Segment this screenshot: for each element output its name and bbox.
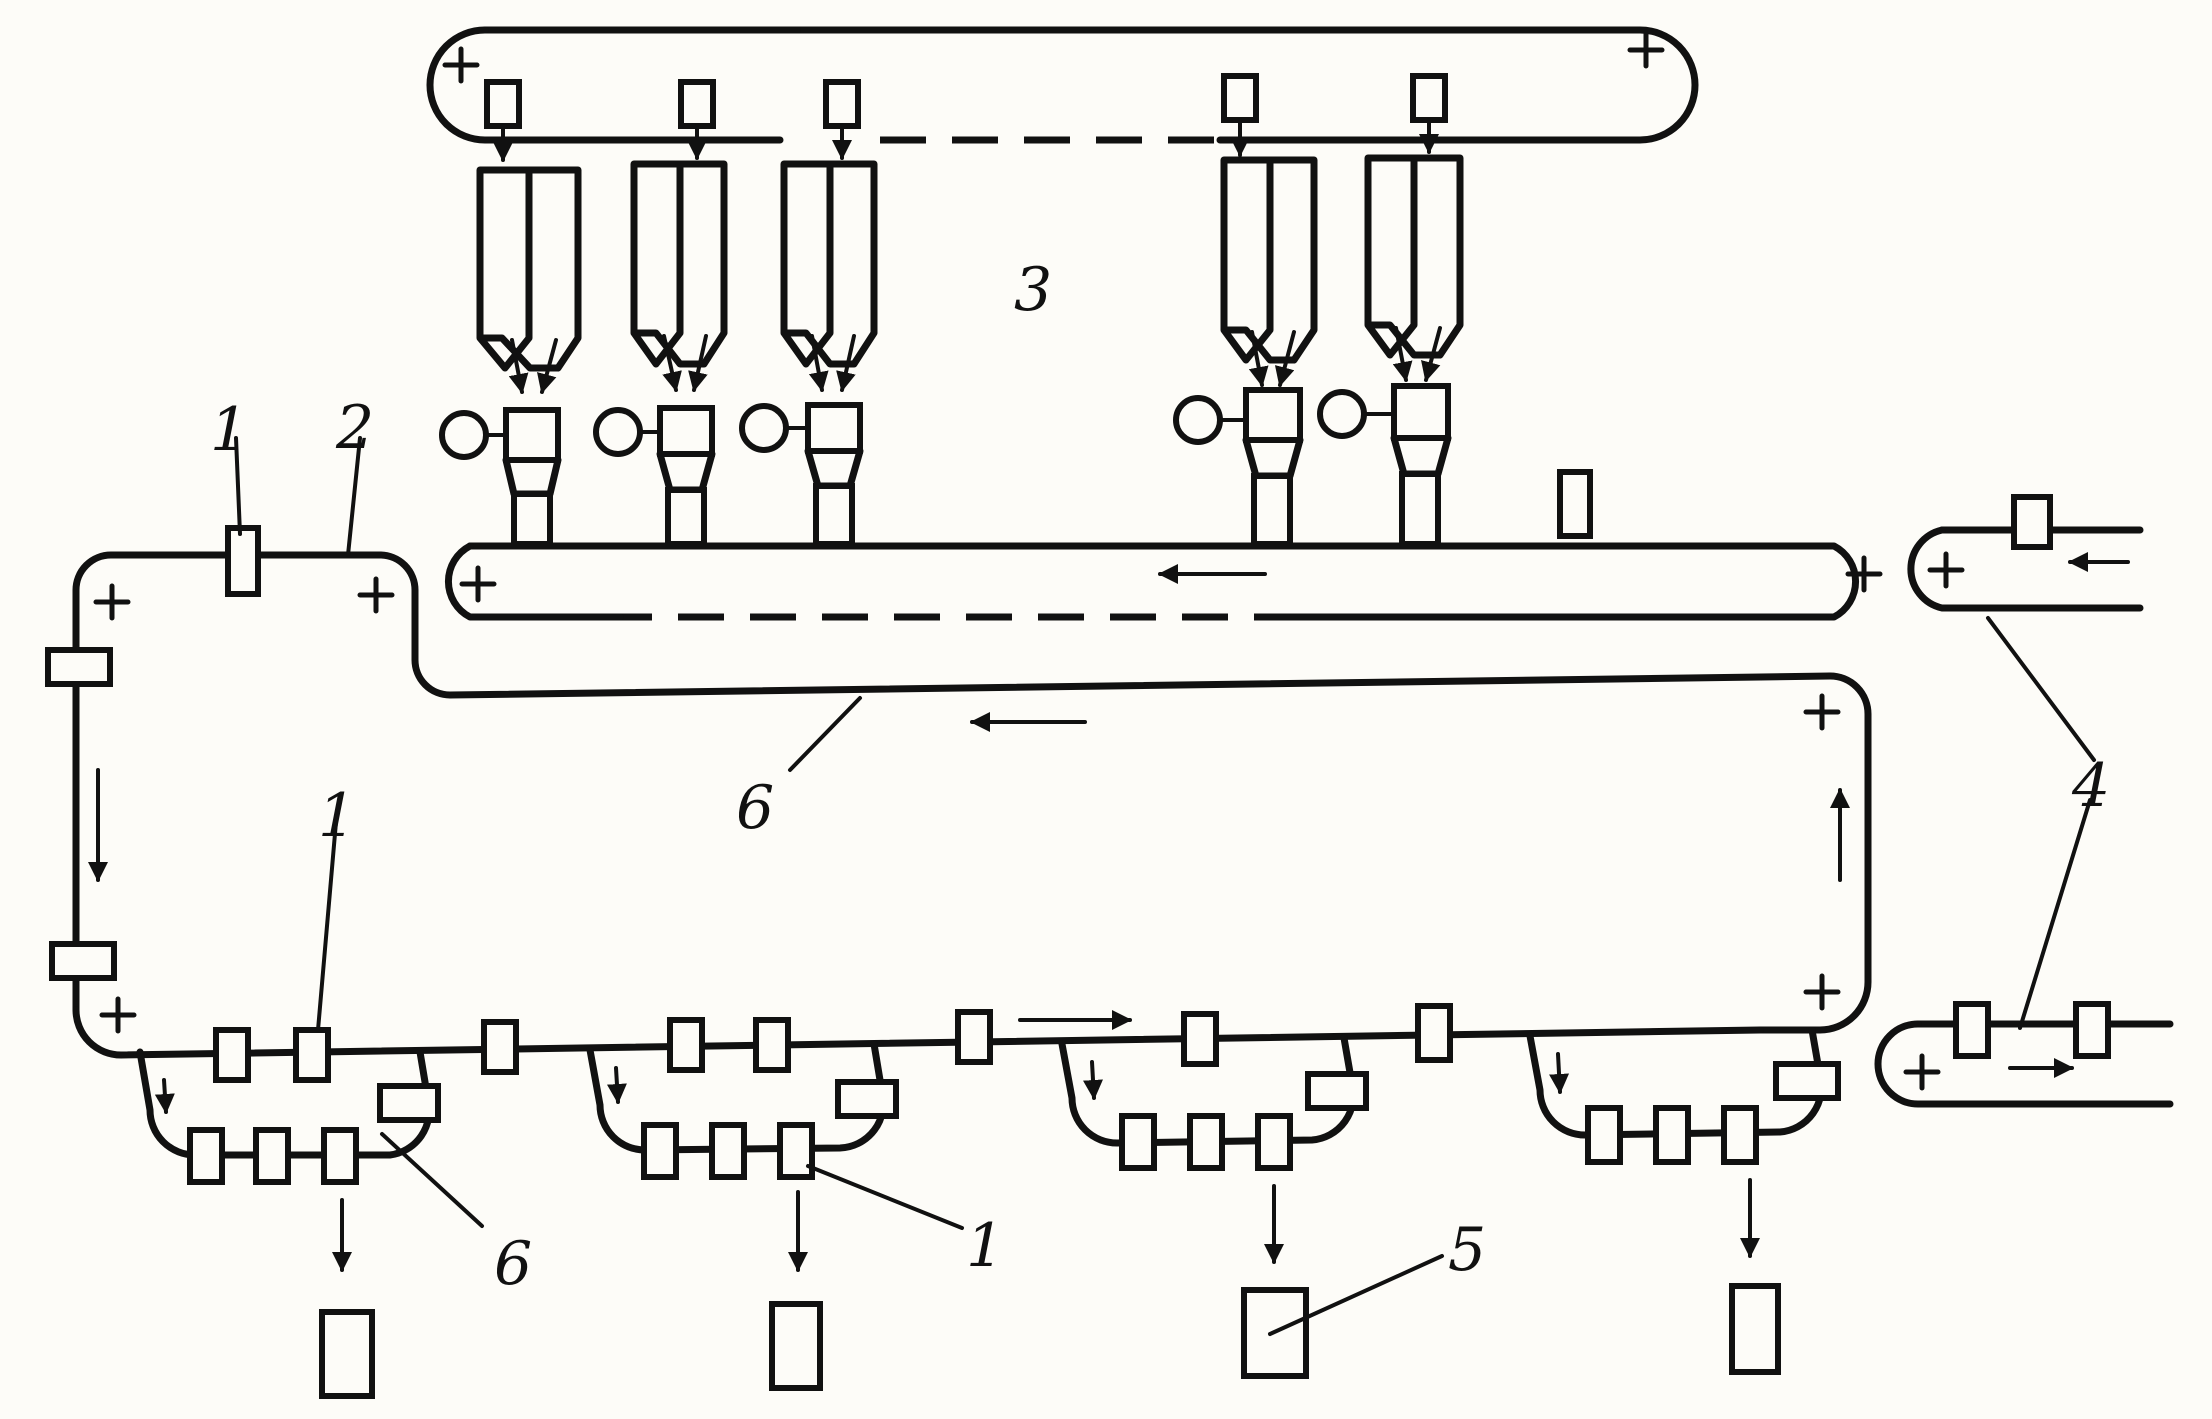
bottom-distribution-line bbox=[72, 996, 1764, 1083]
input-conveyor-4-bottom bbox=[1874, 1001, 2174, 1108]
silo-group-2 bbox=[593, 160, 728, 547]
silo-group-4 bbox=[1173, 156, 1318, 547]
label-1-bottom: 1 bbox=[966, 1211, 1004, 1281]
silo-group-3 bbox=[739, 160, 878, 547]
left-loop-conveyor-2 bbox=[45, 525, 1872, 1034]
output-arrows bbox=[332, 1178, 1760, 1272]
leader-lines bbox=[234, 436, 2096, 1336]
branch-loop-4 bbox=[1526, 1026, 1841, 1165]
top-feeder-units bbox=[484, 73, 1448, 129]
branch-loop-2 bbox=[586, 1040, 899, 1180]
label-5: 5 bbox=[1448, 1215, 1486, 1285]
label-3: 3 bbox=[1014, 255, 1052, 325]
branch-loop-3 bbox=[1058, 1034, 1369, 1171]
callout-labels: 1 2 3 4 6 1 6 1 5 bbox=[210, 255, 2110, 1299]
branch-loop-1 bbox=[136, 1048, 441, 1185]
label-1-top: 1 bbox=[210, 395, 248, 465]
label-6-bottom: 6 bbox=[494, 1229, 532, 1299]
label-6-mid: 6 bbox=[736, 773, 774, 843]
label-4: 4 bbox=[2071, 751, 2110, 821]
standalone-unit bbox=[1557, 469, 1593, 539]
silo-group-5 bbox=[1317, 154, 1464, 547]
silo-group-1 bbox=[439, 166, 582, 547]
label-2: 2 bbox=[335, 393, 374, 463]
input-conveyor-4-top bbox=[1907, 494, 2144, 612]
top-distribution-conveyor bbox=[426, 26, 1699, 144]
label-1-mid: 1 bbox=[318, 781, 356, 851]
feed-arrows bbox=[493, 118, 1439, 162]
main-collecting-conveyor bbox=[445, 542, 1883, 621]
plus-icon bbox=[442, 31, 1665, 84]
receiver-bins bbox=[319, 1283, 1781, 1399]
